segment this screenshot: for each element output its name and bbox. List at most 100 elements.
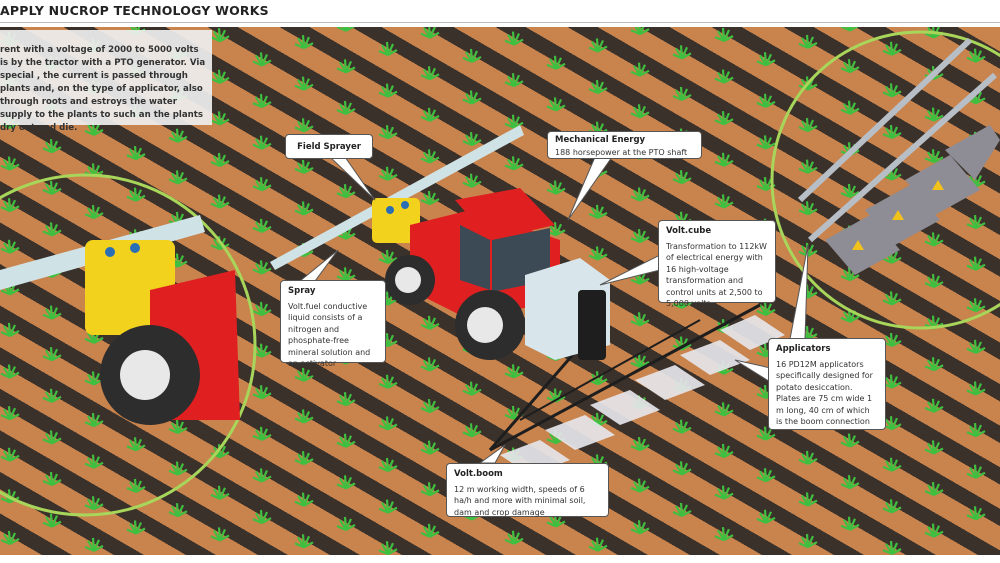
plant <box>336 475 356 490</box>
volt-boom <box>488 303 785 475</box>
plant <box>252 426 272 441</box>
plant <box>588 246 608 261</box>
plant <box>462 90 482 105</box>
plant <box>504 405 524 420</box>
plant <box>252 52 272 67</box>
plant <box>840 59 860 74</box>
plant <box>840 308 860 323</box>
plant <box>672 502 692 517</box>
plant <box>630 312 650 327</box>
plant <box>42 388 62 403</box>
callout-text: Volt.fuel conductive liquid consists of … <box>288 301 371 369</box>
plant <box>882 499 902 514</box>
plant <box>672 45 692 60</box>
plant <box>168 211 188 226</box>
plant <box>420 523 440 538</box>
plant <box>714 194 734 209</box>
plant <box>378 374 398 389</box>
plant <box>966 298 986 313</box>
plant <box>504 156 524 171</box>
plant <box>756 52 776 67</box>
callout-text: 188 horsepower at the PTO shaft <box>555 147 688 157</box>
plant <box>756 301 776 316</box>
plant <box>882 124 902 140</box>
plant <box>252 218 272 233</box>
plant <box>210 194 230 209</box>
plant <box>168 461 188 476</box>
plant <box>0 281 20 296</box>
plant <box>168 170 188 185</box>
plant <box>588 454 608 469</box>
plant <box>294 534 314 549</box>
plant <box>210 28 230 43</box>
plant <box>714 443 734 459</box>
plant <box>840 100 860 115</box>
plant <box>210 485 230 500</box>
plant <box>336 516 356 531</box>
plant <box>714 69 734 84</box>
plant <box>126 27 146 36</box>
plant <box>378 41 398 57</box>
plant <box>210 69 230 84</box>
callout-title: Field Sprayer <box>297 142 361 152</box>
plant <box>84 537 104 552</box>
plant <box>798 492 818 507</box>
plant <box>0 322 20 337</box>
plant <box>336 267 356 282</box>
plant <box>462 381 482 396</box>
plant <box>210 111 230 126</box>
plant <box>966 48 986 63</box>
plant <box>378 125 398 140</box>
callout-title: Volt.boom <box>454 469 503 479</box>
plant <box>420 440 440 455</box>
plant <box>336 184 356 199</box>
plant <box>714 152 734 167</box>
plant <box>126 520 146 535</box>
plant <box>966 339 986 354</box>
plant <box>672 170 692 185</box>
callout-text: 16 PD12M applicators specifically design… <box>776 359 873 427</box>
plant <box>714 527 734 542</box>
plant <box>252 385 272 400</box>
plant <box>756 468 776 483</box>
plant <box>336 392 356 407</box>
plant <box>504 73 524 88</box>
plant <box>546 388 566 403</box>
callout-title: Volt.cube <box>666 226 712 236</box>
plant <box>420 190 440 206</box>
plant <box>420 66 440 81</box>
plant <box>882 166 902 181</box>
plant <box>126 437 146 452</box>
bottom-margin <box>0 555 1000 563</box>
plant <box>0 198 20 213</box>
plant <box>252 343 272 358</box>
plant <box>168 419 188 434</box>
plant <box>0 239 20 254</box>
plant <box>882 374 902 389</box>
plant <box>546 222 566 237</box>
plant <box>252 301 272 317</box>
plant <box>42 222 62 237</box>
plant <box>378 166 398 181</box>
plant <box>378 416 398 431</box>
plant <box>378 541 398 555</box>
plant <box>252 468 272 483</box>
plant <box>84 121 104 136</box>
plant <box>924 149 944 164</box>
plant <box>588 79 608 95</box>
plant <box>924 315 944 330</box>
plant <box>462 173 482 188</box>
plant <box>840 475 860 490</box>
plant <box>252 177 272 192</box>
plant <box>924 273 944 289</box>
plant <box>294 35 314 50</box>
plant <box>546 513 566 528</box>
plant <box>882 249 902 264</box>
callout-title: Spray <box>288 286 316 296</box>
plant <box>798 159 818 174</box>
plant <box>882 540 902 555</box>
plant <box>420 398 440 414</box>
callout-spray: Spray Volt.fuel conductive liquid consis… <box>280 280 386 368</box>
callout-mechanical-energy: Mechanical Energy 188 horsepower at the … <box>547 131 702 159</box>
plant <box>672 461 692 476</box>
